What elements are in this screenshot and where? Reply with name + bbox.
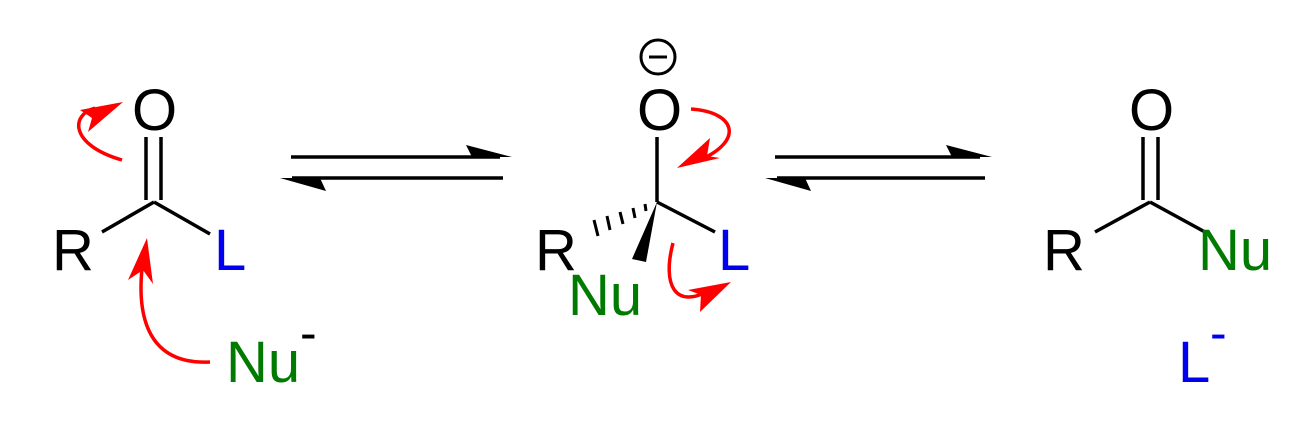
nucleophile-charge: - bbox=[300, 305, 317, 361]
reactant-oxygen: O bbox=[132, 78, 177, 143]
arrowhead-icon bbox=[688, 282, 731, 312]
intermediate-oxygen: O bbox=[637, 78, 682, 143]
nucleophile: Nu bbox=[226, 330, 300, 395]
svg-text:⊖: ⊖ bbox=[658, 65, 659, 67]
intermediate-r: R bbox=[535, 218, 577, 283]
leaving-group-charge: - bbox=[1210, 305, 1227, 361]
arrowhead-icon bbox=[128, 238, 153, 284]
arrow-l-leaves bbox=[667, 242, 711, 299]
arrow-o-reform-pi bbox=[690, 107, 731, 162]
product-oxygen: O bbox=[1129, 78, 1174, 143]
equilibrium-arrow-1 bbox=[280, 145, 512, 191]
arrow-nu-attack bbox=[139, 259, 211, 364]
equilibrium-arrow-2 bbox=[765, 145, 992, 191]
intermediate-l: L bbox=[718, 218, 750, 283]
bond-c-r bbox=[101, 200, 155, 234]
arrowhead-icon bbox=[80, 102, 123, 132]
reactant: O R L Nu - bbox=[52, 78, 317, 395]
product: O R Nu L - bbox=[1043, 78, 1272, 395]
negative-charge-icon bbox=[639, 38, 677, 76]
tetrahedral-intermediate: ⊖ O R L Nu bbox=[535, 38, 750, 328]
reactant-l: L bbox=[214, 218, 246, 283]
leaving-group-ion: L bbox=[1178, 330, 1210, 395]
bond-c-l bbox=[153, 200, 211, 236]
product-r: R bbox=[1043, 218, 1085, 283]
solid-wedge-bond bbox=[632, 202, 657, 262]
product-nu: Nu bbox=[1198, 218, 1272, 283]
intermediate-nu: Nu bbox=[568, 263, 642, 328]
hashed-wedge-bond bbox=[592, 203, 648, 237]
reactant-r: R bbox=[52, 218, 94, 283]
bond-c-l bbox=[656, 200, 716, 234]
arrowhead-icon bbox=[677, 138, 720, 168]
